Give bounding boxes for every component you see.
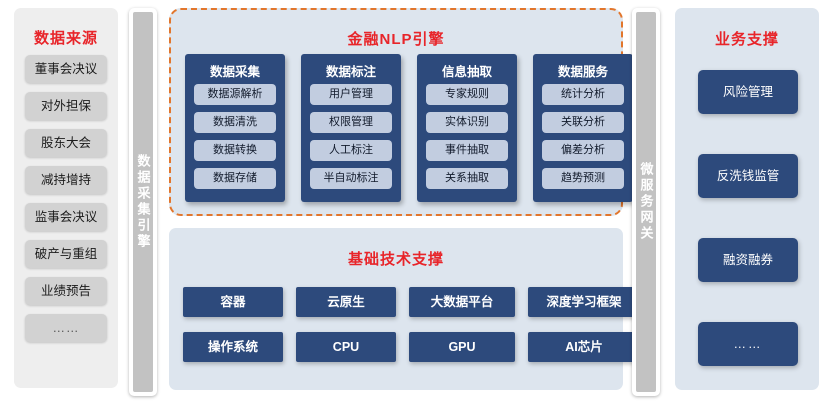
microservice-gateway-label: 微服务网关 xyxy=(638,162,654,242)
data-collection-engine-label: 数据采集引擎 xyxy=(135,154,151,250)
financial-nlp-engine-title: 金融NLP引擎 xyxy=(347,31,445,48)
nlp-column-title-3: 信息抽取 xyxy=(441,65,492,79)
business-support-title: 业务支撑 xyxy=(714,31,779,48)
business-support-item-3[interactable]: 融资融券 xyxy=(698,238,798,282)
data-source-item-7[interactable]: 业绩预告 xyxy=(25,277,107,305)
nlp-column-title-2: 数据标注 xyxy=(325,65,376,79)
nlp-item-4-1[interactable]: 统计分析 xyxy=(542,84,624,105)
data-source-item-3[interactable]: 股东大会 xyxy=(25,129,107,157)
data-source-item-6[interactable]: 破产与重组 xyxy=(25,240,107,268)
nlp-item-2-3[interactable]: 人工标注 xyxy=(310,140,392,161)
data-source-title: 数据来源 xyxy=(33,30,98,47)
data-source-panel: 数据来源 董事会决议对外担保股东大会减持增持监事会决议破产与重组业绩预告 …… xyxy=(14,8,118,388)
nlp-item-1-2[interactable]: 数据清洗 xyxy=(194,112,276,133)
business-support-item-2[interactable]: 反洗钱监管 xyxy=(698,154,798,198)
nlp-item-4-2[interactable]: 关联分析 xyxy=(542,112,624,133)
nlp-item-2-4[interactable]: 半自动标注 xyxy=(310,168,392,189)
tech-box-row2-4[interactable]: AI芯片 xyxy=(528,332,640,362)
data-source-item-2[interactable]: 对外担保 xyxy=(25,92,107,120)
nlp-column-2: 数据标注用户管理权限管理人工标注半自动标注 xyxy=(301,54,401,202)
base-technology-panel: 基础技术支撑 容器云原生大数据平台深度学习框架操作系统 CPU GPU AI芯片 xyxy=(169,228,640,390)
tech-box-row1-4[interactable]: 深度学习框架 xyxy=(528,287,640,317)
nlp-item-3-2[interactable]: 实体识别 xyxy=(426,112,508,133)
nlp-column-3: 信息抽取专家规则实体识别事件抽取关系抽取 xyxy=(417,54,517,202)
data-collection-engine-bar-inner: 数据采集引擎 xyxy=(133,12,153,392)
data-collection-engine-bar: 数据采集引擎 xyxy=(129,8,157,396)
nlp-item-1-3[interactable]: 数据转换 xyxy=(194,140,276,161)
tech-box-row1-1[interactable]: 容器 xyxy=(183,287,283,317)
nlp-item-1-4[interactable]: 数据存储 xyxy=(194,168,276,189)
data-source-item-8[interactable]: …… xyxy=(25,314,107,342)
base-technology-title: 基础技术支撑 xyxy=(347,251,444,268)
tech-box-row2-1[interactable]: 操作系统 xyxy=(183,332,283,362)
nlp-column-1: 数据采集数据源解析数据清洗数据转换数据存储 xyxy=(185,54,285,202)
tech-box-row1-2[interactable]: 云原生 xyxy=(296,287,396,317)
nlp-column-title-1: 数据采集 xyxy=(209,65,260,79)
microservice-gateway-bar-inner: 微服务网关 xyxy=(636,12,656,392)
business-support-item-1[interactable]: 风险管理 xyxy=(698,70,798,114)
financial-nlp-engine-panel: 金融NLP引擎 数据采集数据源解析数据清洗数据转换数据存储数据标注用户管理权限管… xyxy=(169,8,633,216)
data-source-item-5[interactable]: 监事会决议 xyxy=(25,203,107,231)
tech-box-row2-3[interactable]: GPU xyxy=(409,332,515,362)
data-source-item-1[interactable]: 董事会决议 xyxy=(25,55,107,83)
data-source-item-4[interactable]: 减持增持 xyxy=(25,166,107,194)
nlp-column-4: 数据服务统计分析关联分析偏差分析趋势预测 xyxy=(533,54,633,202)
nlp-item-2-2[interactable]: 权限管理 xyxy=(310,112,392,133)
nlp-item-1-1[interactable]: 数据源解析 xyxy=(194,84,276,105)
nlp-item-4-3[interactable]: 偏差分析 xyxy=(542,140,624,161)
business-support-panel: 业务支撑 风险管理反洗钱监管融资融券 …… xyxy=(675,8,819,390)
nlp-column-title-4: 数据服务 xyxy=(557,65,608,79)
nlp-item-3-3[interactable]: 事件抽取 xyxy=(426,140,508,161)
nlp-item-3-4[interactable]: 关系抽取 xyxy=(426,168,508,189)
nlp-item-3-1[interactable]: 专家规则 xyxy=(426,84,508,105)
microservice-gateway-bar: 微服务网关 xyxy=(632,8,660,396)
tech-box-row1-3[interactable]: 大数据平台 xyxy=(409,287,515,317)
nlp-item-4-4[interactable]: 趋势预测 xyxy=(542,168,624,189)
tech-box-row2-2[interactable]: CPU xyxy=(296,332,396,362)
business-support-item-4[interactable]: …… xyxy=(698,322,798,366)
nlp-item-2-1[interactable]: 用户管理 xyxy=(310,84,392,105)
